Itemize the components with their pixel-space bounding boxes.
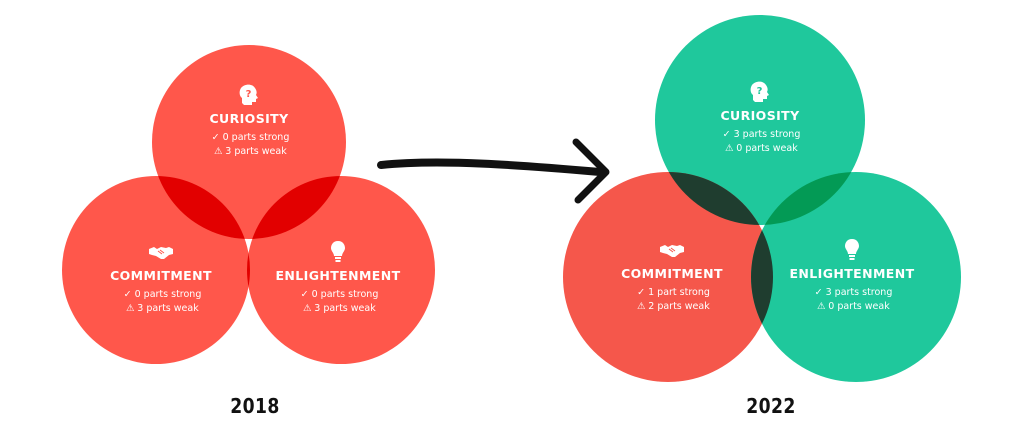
strong-line: ✓3 parts strong [660,128,860,142]
check-icon: ✓ [722,129,731,140]
warning-icon: ⚠ [126,303,135,314]
strong-text: 3 parts strong [825,287,893,298]
weak-text: 0 parts weak [736,143,798,154]
circle-title: ENLIGHTENMENT [789,266,915,281]
label-enlightenment-2022: ENLIGHTENMENT ✓3 parts strong ⚠0 parts w… [752,238,952,314]
strong-line: ✓3 parts strong [752,286,952,300]
lightbulb-icon [845,239,859,260]
circle-title: COMMITMENT [621,266,723,281]
strong-text: 1 part strong [648,287,710,298]
handshake-icon [660,245,684,257]
weak-text: 0 parts weak [828,301,890,312]
strong-text: 0 parts strong [311,289,379,300]
check-icon: ✓ [300,289,309,300]
weak-line: ⚠3 parts weak [149,145,349,159]
circle-title: ENLIGHTENMENT [275,268,401,283]
year-label-2018: 2018 [230,394,280,418]
strong-text: 0 parts strong [222,132,290,143]
weak-line: ⚠2 parts weak [572,300,772,314]
strong-text: 3 parts strong [733,129,801,140]
check-icon: ✓ [211,132,220,143]
weak-text: 3 parts weak [225,146,287,157]
question-head-icon: ? [750,81,769,102]
svg-text:?: ? [246,89,252,100]
diagram-2022 [563,15,961,382]
warning-icon: ⚠ [637,301,646,312]
check-icon: ✓ [637,287,646,298]
weak-line: ⚠0 parts weak [660,142,860,156]
svg-text:?: ? [757,86,763,97]
label-curiosity-2018: ? CURIOSITY ✓0 parts strong ⚠3 parts wea… [149,83,349,159]
weak-line: ⚠0 parts weak [752,300,952,314]
overlap-top-left-2018 [152,176,250,239]
label-curiosity-2022: ? CURIOSITY ✓3 parts strong ⚠0 parts wea… [660,80,860,156]
weak-text: 3 parts weak [137,303,199,314]
warning-icon: ⚠ [303,303,312,314]
check-icon: ✓ [123,289,132,300]
strong-line: ✓0 parts strong [238,288,438,302]
year-label-2022: 2022 [746,394,796,418]
arrow-right [377,138,610,204]
strong-line: ✓0 parts strong [61,288,261,302]
weak-line: ⚠3 parts weak [238,302,438,316]
question-head-icon: ? [239,84,258,105]
circle-title: COMMITMENT [110,268,212,283]
label-commitment-2022: COMMITMENT ✓1 part strong ⚠2 parts weak [572,238,772,314]
strong-line: ✓1 part strong [572,286,772,300]
warning-icon: ⚠ [725,143,734,154]
circle-commitment-2022 [563,172,773,382]
circle-title: CURIOSITY [209,111,289,126]
check-icon: ✓ [814,287,823,298]
diagram-2018 [62,45,435,364]
warning-icon: ⚠ [817,301,826,312]
weak-text: 2 parts weak [648,301,710,312]
weak-line: ⚠3 parts weak [61,302,261,316]
strong-line: ✓0 parts strong [149,131,349,145]
handshake-icon [149,247,173,259]
overlap-top-right-2018 [247,176,346,239]
label-commitment-2018: COMMITMENT ✓0 parts strong ⚠3 parts weak [61,240,261,316]
strong-text: 0 parts strong [134,289,202,300]
circle-enlightenment-2022 [751,172,961,382]
circle-title: CURIOSITY [720,108,800,123]
weak-text: 3 parts weak [314,303,376,314]
circle-curiosity-2022 [655,15,865,225]
label-enlightenment-2018: ENLIGHTENMENT ✓0 parts strong ⚠3 parts w… [238,240,438,316]
warning-icon: ⚠ [214,146,223,157]
lightbulb-icon [331,241,345,262]
